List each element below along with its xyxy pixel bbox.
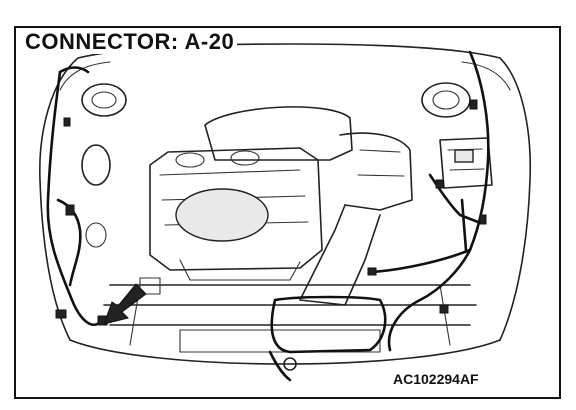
- left-strut-tower: [81, 83, 127, 248]
- harness-connectors: [55, 99, 487, 371]
- right-strut-tower: [421, 82, 471, 118]
- diagram-frame: [14, 26, 561, 399]
- engine-block: [149, 147, 323, 281]
- air-intake-assembly: [204, 106, 413, 306]
- relay-box: [439, 137, 493, 189]
- radiator-support: [103, 277, 477, 353]
- connector-pointer-arrow: [103, 283, 147, 325]
- connector-title: CONNECTOR: A-20: [22, 30, 238, 54]
- vehicle-body-outline: [39, 43, 532, 365]
- figure-code: AC102294AF: [391, 371, 481, 387]
